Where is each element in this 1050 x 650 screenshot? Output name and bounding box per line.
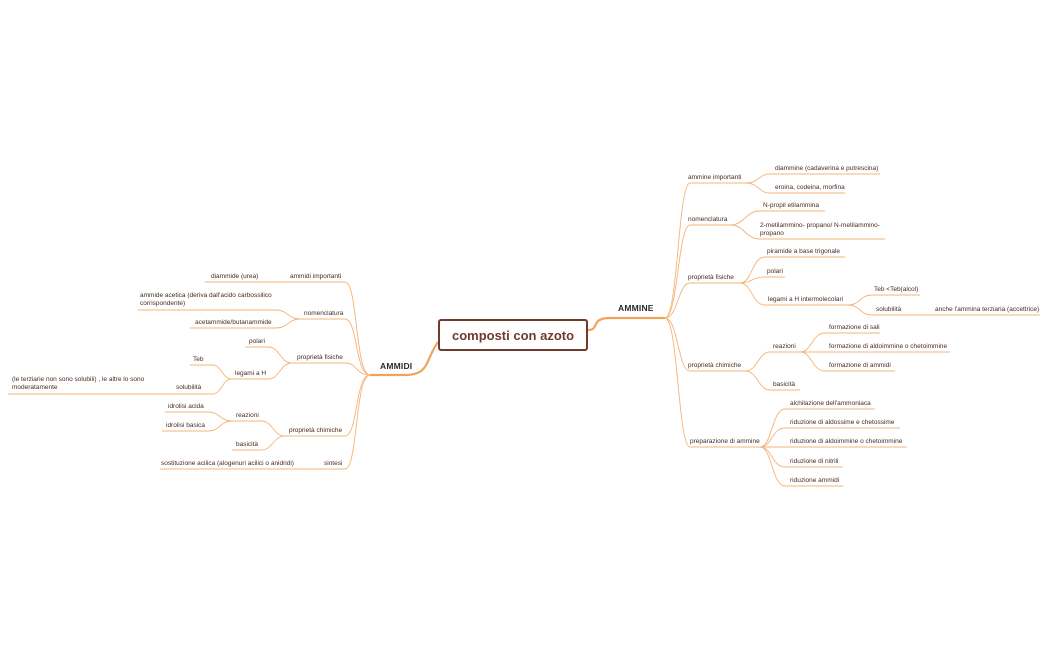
ammine-importanti[interactable]: ammine importanti [688, 174, 742, 181]
ammine-fisiche-piramide[interactable]: piramide a base trigonale [767, 248, 840, 255]
ammidi-proprieta-chimiche[interactable]: proprietà chimiche [289, 427, 343, 434]
link-rea-r1 [799, 332, 880, 353]
link-legami-teb [847, 294, 920, 306]
ammidi-sintesi[interactable]: sintesi [324, 460, 343, 467]
ammine-prep-nitrili[interactable]: riduzione di nitrili [790, 458, 839, 465]
link-ammine-nomenclatura [664, 224, 730, 319]
ammine-nomenclatura-a[interactable]: N-propil etilammina [763, 202, 819, 209]
topic-ammine[interactable]: AMMINE [618, 303, 654, 313]
link-ammine-preparazione [664, 317, 760, 448]
link-root-ammine [587, 316, 665, 332]
link-imp-b [744, 182, 845, 194]
ammidi-chimiche-reazioni[interactable]: reazioni [236, 412, 259, 419]
topic-ammidi[interactable]: AMMIDI [380, 361, 413, 371]
ammine-preparazione[interactable]: preparazione di ammine [690, 438, 760, 445]
ammidi-proprieta-fisiche[interactable]: proprietà fisiche [297, 354, 343, 361]
ammine-reazioni-sali[interactable]: formazione di sali [829, 324, 880, 331]
link-pre-p5 [759, 446, 843, 487]
ammidi-reazioni-acida[interactable]: idrolisi acida [168, 403, 204, 410]
link-area-r1 [165, 411, 233, 422]
link-ammine-chimiche [664, 317, 745, 372]
ammidi-importanti[interactable]: ammidi importanti [290, 273, 342, 280]
link-ammidi-importanti [285, 281, 371, 376]
link-afis-legami [232, 362, 293, 380]
ammine-proprieta-chimiche[interactable]: proprietà chimiche [688, 362, 742, 369]
link-fis-b [739, 276, 785, 284]
link-rea-r3 [799, 351, 895, 372]
ammine-importanti-a[interactable]: diammine (cadaverina e putrescina) [775, 165, 879, 172]
ammidi-nomenclatura[interactable]: nomenclatura [304, 310, 344, 317]
ammine-legami-teb[interactable]: Teb <Teb(alcol) [874, 286, 919, 293]
ammidi-nomenclatura-acetica[interactable]: ammide acetica (deriva dall'acido carbos… [140, 292, 272, 307]
ammidi-legami-teb[interactable]: Teb [193, 356, 204, 363]
link-achi-basicita [232, 435, 286, 451]
root-topic[interactable]: composti con azoto [438, 319, 588, 351]
ammidi-chimiche-basicita[interactable]: basicità [236, 441, 259, 448]
ammine-prep-ammidi[interactable]: riduzione ammidi [790, 477, 840, 484]
link-achi-reazioni [232, 420, 286, 437]
link-ammine-importanti [664, 182, 745, 319]
link-anom-b [190, 318, 301, 329]
ammine-importanti-b[interactable]: eroina, codeina, morfina [775, 184, 845, 191]
link-anom-a [138, 309, 301, 320]
link-fis-legami [739, 282, 848, 306]
ammine-prep-aldossime[interactable]: riduzione di aldossime e chetossime [790, 419, 895, 426]
link-fis-a [739, 256, 845, 284]
ammine-prep-aldoimmine[interactable]: riduzione di aldoimmine o chetoimmine [790, 438, 903, 445]
ammine-reazioni-aldoimmine[interactable]: formazione di aldoimmine o chetoimmine [829, 343, 948, 350]
link-ammine-fisiche [664, 282, 740, 319]
ammidi-fisiche-polari[interactable]: polari [249, 338, 265, 345]
ammine-fisiche-legami[interactable]: legami a H intermolecolari [768, 296, 844, 303]
link-pre-p1 [759, 408, 875, 448]
ammidi-fisiche-legami[interactable]: legami a H [235, 370, 267, 377]
ammidi-nomenclatura-acetammide[interactable]: acetammide/butanammide [195, 319, 272, 326]
link-nom-a [729, 210, 825, 226]
link-ammidi-fisiche [292, 362, 371, 376]
link-nom-b [729, 224, 885, 240]
link-legami-teb-a [190, 364, 233, 380]
link-ammidi-nomenclatura [300, 318, 371, 376]
ammine-chimiche-basicita[interactable]: basicità [773, 381, 796, 388]
ammine-solubilita-note[interactable]: anche l'ammina terziaria (accettrice) [935, 306, 1040, 313]
ammine-chimiche-reazioni[interactable]: reazioni [773, 343, 796, 350]
link-area-r2 [162, 420, 233, 432]
ammine-reazioni-ammidi[interactable]: formazione di ammidi [829, 362, 891, 369]
link-legami-sol [847, 304, 930, 316]
ammidi-legami-solubilita[interactable]: solubilità [176, 384, 202, 391]
ammine-nomenclatura[interactable]: nomenclatura [688, 216, 728, 223]
link-chi-reazioni [744, 351, 800, 372]
link-imp-a [744, 173, 880, 184]
link-ammidi-sintesi [160, 374, 371, 470]
ammine-prep-alchilazione[interactable]: alchilazione dell'ammoniaca [790, 400, 871, 407]
ammine-proprieta-fisiche[interactable]: proprietà fisiche [688, 274, 734, 281]
link-pre-p2 [759, 427, 900, 448]
ammine-fisiche-polari[interactable]: polari [767, 268, 783, 275]
link-chi-basicita [744, 370, 800, 391]
ammine-nomenclatura-b[interactable]: 2-metilammino- propano/ N-metilammino- p… [760, 222, 880, 237]
link-ammidi-chimiche [285, 374, 371, 437]
ammidi-solubilita-note[interactable]: (le terziarie non sono solubili) , le al… [12, 376, 145, 391]
ammidi-reazioni-basica[interactable]: idrolisi basica [166, 422, 206, 429]
ammidi-importanti-urea[interactable]: diammide (urea) [211, 273, 259, 280]
ammine-legami-solubilita[interactable]: solubilità [876, 306, 902, 313]
link-afis-polari [245, 346, 293, 364]
ammidi-sintesi-acilica[interactable]: sostituzione acilica (alogenuri acilici … [161, 460, 294, 467]
link-legami-sol-a [8, 378, 233, 395]
link-root-ammidi [370, 341, 439, 377]
